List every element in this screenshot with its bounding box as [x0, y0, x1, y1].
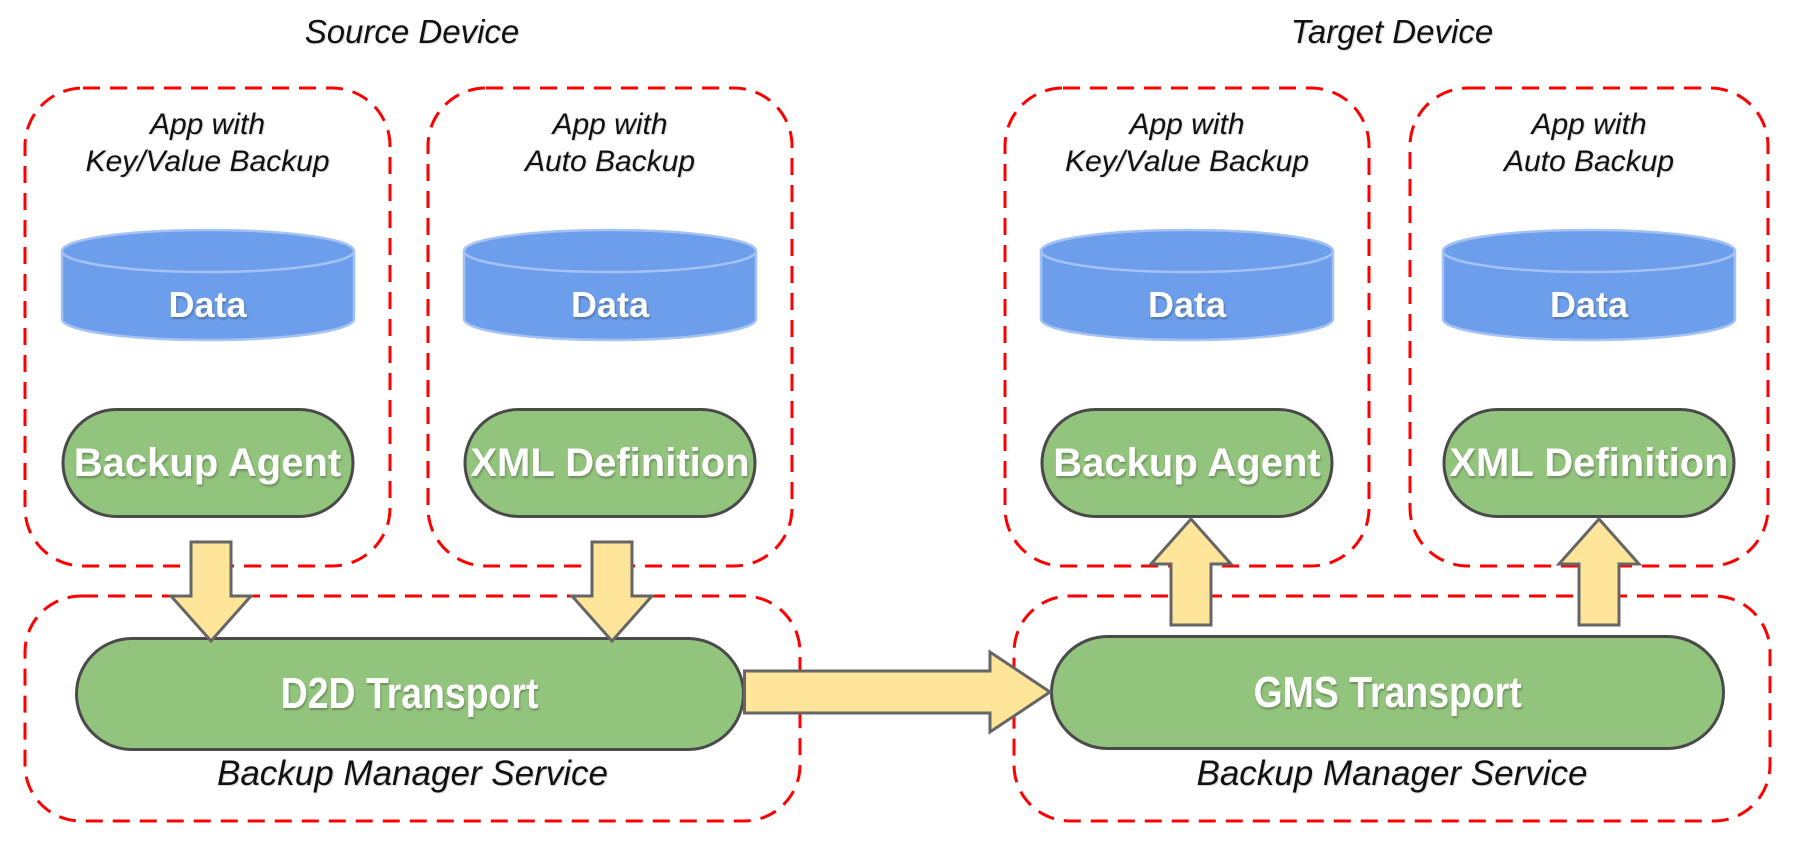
up-arrow-icon [1555, 516, 1643, 627]
data-label: Data [1147, 284, 1227, 325]
app-title-line1: App with [1531, 108, 1647, 141]
app-box-target-auto: App with Auto Backup Data XML Definition [1408, 86, 1770, 568]
app-title-line1: App with [552, 108, 668, 141]
app-box-source-keyvalue: App with Key/Value Backup Data Backup Ag… [23, 86, 392, 568]
xml-definition-pill: XML Definition [463, 408, 757, 518]
down-arrow-icon [568, 540, 656, 644]
app-title-line2: Auto Backup [1503, 145, 1675, 178]
app-title: App with Auto Backup [1410, 106, 1768, 180]
dashed-border [23, 594, 802, 823]
up-arrow-icon [1147, 516, 1235, 627]
dashed-border [1012, 594, 1772, 823]
transport-arrow-icon [743, 649, 1053, 735]
cylinder-shape [60, 228, 355, 342]
backup-manager-box-source: D2D Transport Backup Manager Service [23, 594, 802, 823]
data-label: Data [570, 284, 650, 325]
xml-definition-pill: XML Definition [1442, 408, 1736, 518]
data-cylinder: Data [462, 228, 758, 342]
source-device-title: Source Device [304, 13, 520, 50]
data-cylinder: Data [1441, 228, 1737, 342]
service-label: Backup Manager Service [216, 754, 609, 793]
cylinder-shape [462, 228, 758, 342]
app-title-line1: App with [1129, 108, 1245, 141]
data-label: Data [1549, 284, 1629, 325]
dashed-border [426, 86, 794, 568]
app-title: App with Key/Value Backup [1005, 106, 1369, 180]
backup-manager-box-target: GMS Transport Backup Manager Service [1012, 594, 1772, 823]
gms-transport-pill: GMS Transport [1050, 635, 1725, 750]
app-title-line2: Key/Value Backup [1064, 145, 1310, 178]
app-box-source-auto: App with Auto Backup Data XML Definition [426, 86, 794, 568]
data-cylinder: Data [1039, 228, 1335, 342]
app-title: App with Auto Backup [428, 106, 792, 180]
transport-label: D2D Transport [281, 669, 539, 718]
target-device-title: Target Device [1290, 13, 1494, 50]
app-title-line2: Auto Backup [524, 145, 696, 178]
app-title-line2: Key/Value Backup [85, 145, 330, 178]
backup-agent-pill: Backup Agent [61, 408, 354, 518]
data-cylinder: Data [60, 228, 356, 342]
backup-agent-pill: Backup Agent [1040, 408, 1334, 518]
d2d-transport-pill: D2D Transport [75, 637, 745, 751]
data-label: Data [168, 284, 247, 325]
cylinder-shape [1039, 228, 1335, 342]
transport-label: GMS Transport [1253, 667, 1522, 717]
app-title: App with Key/Value Backup [25, 106, 390, 180]
dashed-border [1003, 86, 1371, 568]
app-box-target-keyvalue: App with Key/Value Backup Data Backup Ag… [1003, 86, 1371, 568]
cylinder-shape [1441, 228, 1737, 342]
service-label: Backup Manager Service [1196, 754, 1588, 793]
down-arrow-icon [167, 540, 255, 644]
dashed-border [23, 86, 392, 568]
app-title-line1: App with [149, 108, 266, 141]
